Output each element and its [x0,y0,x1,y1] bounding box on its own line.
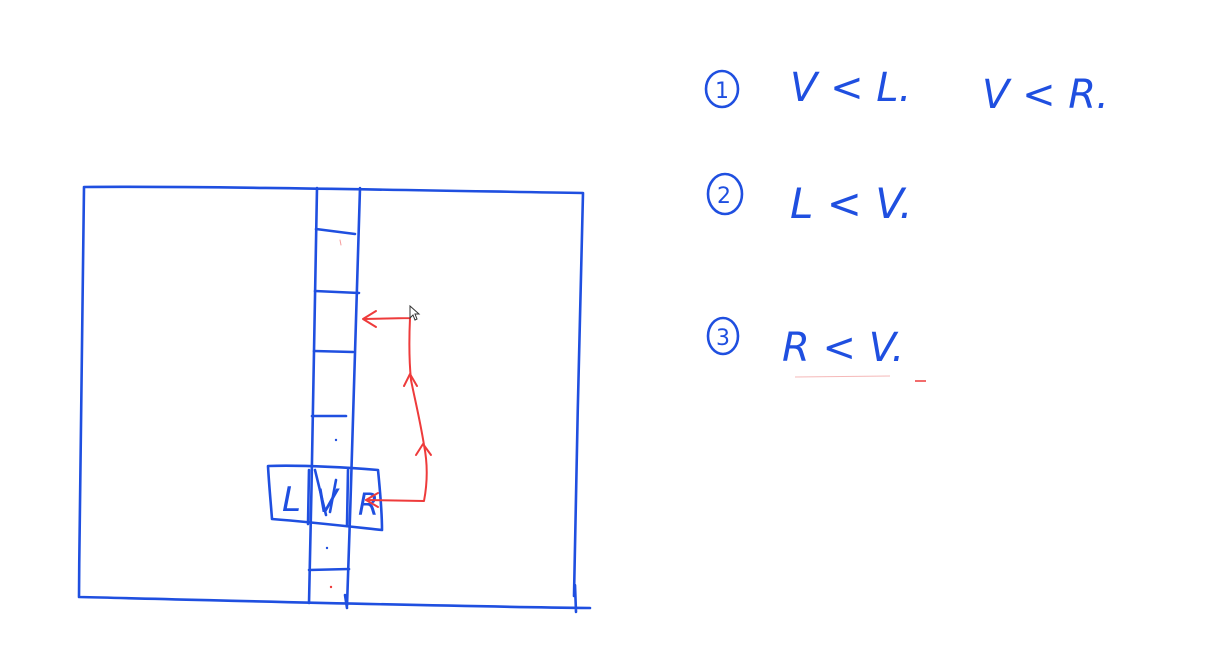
case-number-circle [706,316,740,356]
case-number: 1 [715,79,729,104]
cell-divider [313,289,361,295]
red-path [362,310,432,508]
faint-mark [339,239,342,246]
arrow-up-icon [415,443,432,456]
faint-dot [325,546,329,550]
cell-label-l: L [282,480,301,520]
column-strip [307,186,362,610]
highlighted-cell-group: L V R [266,464,384,532]
arrow-left-icon [362,310,377,328]
case-2: 2 L < V. [706,172,913,228]
red-path-line [363,317,428,502]
arrow-left-icon [365,492,379,508]
case-number-circle [704,69,740,109]
faint-dot [334,438,338,442]
case-underline [794,375,891,378]
column-cell-dividers [307,227,361,572]
arrow-up-icon [403,373,418,387]
cell-divider [314,227,357,236]
faint-marks [325,239,342,589]
case-number: 3 [716,326,730,351]
highlight-box [266,464,384,532]
case-condition: V < L. [790,65,911,111]
cell-divider [307,567,351,572]
faint-dot [329,585,333,589]
case-3: 3 R < V. [706,316,926,382]
cell-divider [312,349,355,354]
pointer-cursor-icon [409,304,421,321]
outer-grid-boundary [77,185,592,614]
cell-separator-right [345,468,350,528]
case-list: 1 V < L. V < R. 2 L < V. 3 R < V. [704,65,1109,382]
cell-label-r: R [358,488,379,523]
strike-mark [328,478,338,514]
case-1: 1 V < L. V < R. [704,65,1109,118]
strike-mark [313,468,328,517]
case-number-circle [706,172,744,216]
case-condition-secondary: V < R. [982,72,1109,118]
case-condition: R < V. [782,325,904,371]
case-number: 2 [717,184,731,209]
cell-separator-left [306,468,311,526]
case-condition: L < V. [790,179,913,228]
